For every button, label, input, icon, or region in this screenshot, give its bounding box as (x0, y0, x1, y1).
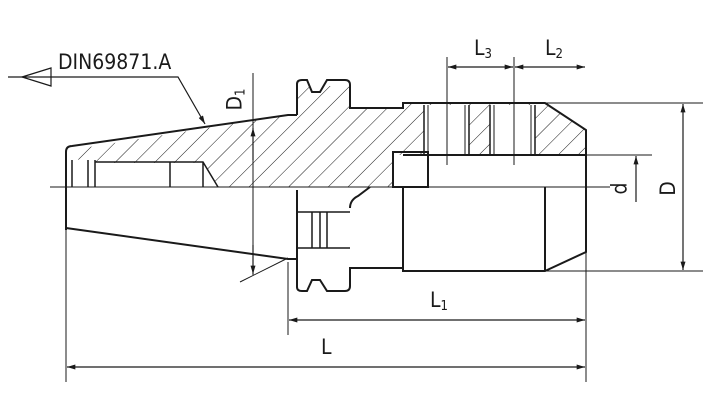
dim-L1-sub: 1 (440, 299, 448, 314)
dim-D1-sub: 1 (233, 88, 249, 96)
body-lower (402, 187, 587, 272)
dim-L3-sub: 3 (484, 47, 492, 62)
dim-L3-label: L3 (474, 36, 492, 62)
flange-upper (296, 79, 587, 187)
dim-L2-sub: 2 (555, 47, 563, 62)
dim-L1-text: L (430, 288, 441, 312)
dim-L1-label: L1 (430, 288, 448, 314)
dim-D-label: D (655, 181, 680, 196)
reference-label: DIN69871.A (58, 50, 172, 74)
taper-lower-outline (65, 227, 297, 260)
dim-L-label: L (321, 337, 332, 358)
dim-D1-label: D1 (222, 88, 249, 111)
dim-d-text: d (607, 182, 632, 195)
taper-upper-outline (65, 114, 297, 153)
taper-symbol-icon (8, 67, 206, 125)
dim-D-text: D (655, 181, 680, 196)
dim-L-text: L (321, 335, 332, 359)
dim-D1-text: D (222, 95, 247, 111)
dim-d-label: d (607, 182, 632, 195)
flange-lower (296, 190, 403, 292)
dim-L2-text: L (545, 36, 556, 60)
dim-L3-text: L (474, 36, 485, 60)
dim-L2-label: L2 (545, 36, 563, 62)
